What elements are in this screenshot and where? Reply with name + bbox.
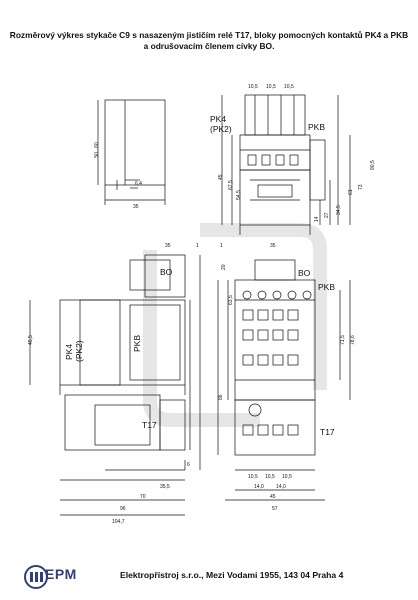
dim-96: 96	[120, 506, 126, 512]
drawing-title: Rozměrový výkres stykače C9 s nasazeným …	[0, 30, 418, 51]
title-line-1: Rozměrový výkres stykače C9 s nasazeným …	[9, 30, 409, 40]
dim-86: 86	[218, 394, 224, 400]
dim-bottom-2: 10,5	[265, 474, 275, 480]
dim-bottom-3: 10,5	[282, 474, 292, 480]
company-address: Elektropřístroj s.r.o., Mezi Vodami 1955…	[120, 570, 344, 580]
technical-drawing: 50...60 6,4 35 10,5 10,5 10,5 PK4 (PK2) …	[28, 84, 376, 525]
dim-34-5: 34,5	[336, 205, 342, 215]
dim-67-5: 67,5	[228, 180, 234, 190]
dim-73: 73	[358, 184, 364, 190]
watermark	[143, 223, 327, 427]
dim-45-5: 45,5	[28, 335, 34, 345]
dim-57: 57	[272, 506, 278, 512]
dim-top-2: 10,5	[266, 84, 276, 90]
dim-35-5: 35,5	[160, 484, 170, 490]
front-elevation-top	[221, 94, 351, 235]
bottom-dimension-lines	[60, 469, 325, 516]
logo-text: EPM	[45, 566, 77, 582]
dim-45-bottom: 45	[270, 494, 276, 500]
label-bo-left: BO	[160, 267, 173, 277]
label-bo-right: BO	[298, 268, 311, 278]
label-pk2-top: (PK2)	[210, 124, 232, 134]
dim-78-6: 78,6	[350, 335, 356, 345]
dim-45: 45	[218, 174, 224, 180]
dim-54-5: 54,5	[236, 190, 242, 200]
dim-6-4: 6,4	[135, 181, 142, 187]
epm-logo-icon	[24, 565, 48, 589]
dim-35-c: 35	[270, 243, 276, 249]
bracket-side-view	[97, 99, 166, 205]
footer: EPM Elektropřístroj s.r.o., Mezi Vodami …	[0, 562, 418, 592]
dim-1-b: 1	[220, 243, 223, 249]
front-view-assembly	[217, 259, 351, 456]
label-pk4-side: PK4	[64, 344, 74, 360]
dim-bottom-5: 14,0	[276, 484, 286, 490]
dim-top-1: 10,5	[248, 84, 258, 90]
label-pk4-top: PK4	[210, 114, 226, 124]
label-pkb-side: PKB	[132, 335, 142, 352]
dim-63-5: 63,5	[228, 295, 234, 305]
label-t17-right: T17	[320, 427, 335, 437]
side-view-assembly	[29, 254, 201, 470]
dim-bottom-4: 14,0	[254, 484, 264, 490]
label-t17-left: T17	[142, 420, 157, 430]
dim-bottom-1: 10,5	[248, 474, 258, 480]
dim-27: 27	[324, 212, 330, 218]
title-line-2: a odrušovacím členem cívky BO.	[143, 40, 275, 51]
dim-104-7: 104,7	[112, 519, 125, 525]
terminal-grid	[242, 290, 312, 436]
dim-71-5: 71,5	[340, 335, 346, 345]
dim-1: 1	[196, 243, 199, 249]
label-pkb-right: PKB	[318, 282, 335, 292]
dim-6: 6	[187, 462, 190, 468]
dim-35-a: 35	[133, 204, 139, 210]
label-pk2-side: (PK2)	[74, 340, 84, 362]
dim-35-b: 35	[165, 243, 171, 249]
dim-20: 20	[221, 264, 227, 270]
dim-14: 14	[314, 216, 320, 222]
dim-61: 61	[348, 189, 354, 195]
dim-70: 70	[140, 494, 146, 500]
dim-top-3: 10,5	[284, 84, 294, 90]
dim-side-range: 50...60	[94, 142, 100, 158]
dim-90-5: 90,5	[370, 160, 376, 170]
label-pkb-top: PKB	[308, 122, 325, 132]
